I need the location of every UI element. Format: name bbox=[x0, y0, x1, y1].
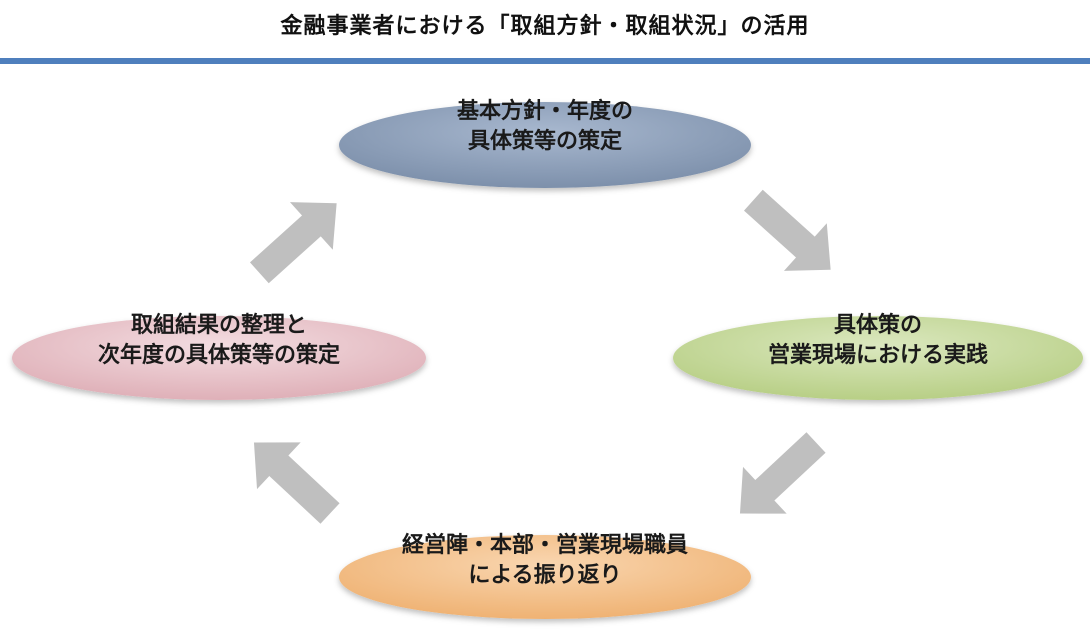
arrow-icon bbox=[253, 442, 340, 524]
arrow-icon bbox=[739, 432, 826, 514]
node-practice-line2: 営業現場における実践 bbox=[768, 342, 988, 368]
node-policy-line1: 基本方針・年度の bbox=[457, 98, 633, 124]
node-organize-line2: 次年度の具体策等の策定 bbox=[98, 342, 340, 368]
node-policy-ellipse bbox=[339, 102, 751, 188]
node-policy-line2: 具体策等の策定 bbox=[468, 128, 622, 154]
arrow-icon bbox=[249, 202, 337, 284]
node-review: 経営陣・本部・営業現場職員 による振り返り bbox=[339, 532, 751, 619]
arrow-practice-to-review bbox=[739, 432, 826, 514]
node-practice: 具体策の 営業現場における実践 bbox=[673, 312, 1083, 400]
node-practice-line1: 具体策の bbox=[834, 312, 922, 338]
node-review-line2: による振り返り bbox=[468, 563, 621, 588]
node-organize-line1: 取組結果の整理と bbox=[131, 312, 307, 338]
arrow-review-to-organize bbox=[253, 442, 340, 524]
arrow-organize-to-policy bbox=[249, 202, 337, 284]
node-organize-ellipse bbox=[12, 316, 426, 400]
title-rule bbox=[0, 58, 1090, 64]
node-review-ellipse bbox=[339, 535, 751, 619]
node-policy: 基本方針・年度の 具体策等の策定 bbox=[339, 98, 751, 188]
node-practice-ellipse bbox=[673, 316, 1083, 400]
arrow-icon bbox=[743, 189, 831, 271]
page-title: 金融事業者における「取組方針・取組状況」の活用 bbox=[280, 14, 810, 39]
node-review-line1: 経営陣・本部・営業現場職員 bbox=[402, 532, 688, 558]
node-organize: 取組結果の整理と 次年度の具体策等の策定 bbox=[12, 312, 426, 400]
arrow-policy-to-practice bbox=[743, 189, 831, 271]
